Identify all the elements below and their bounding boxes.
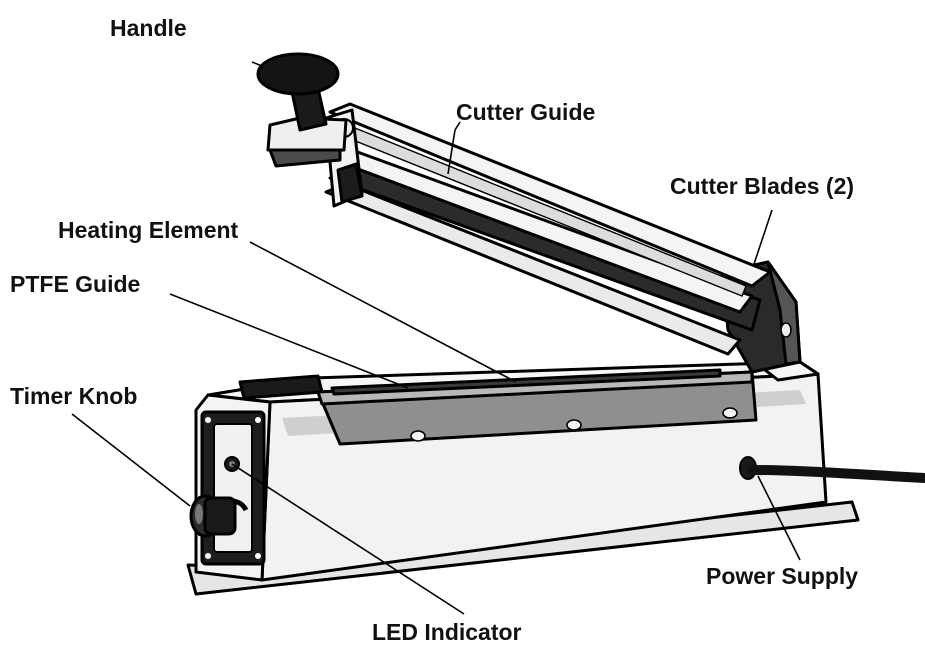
- control-panel: [200, 410, 266, 566]
- label-cutter-guide: Cutter Guide: [456, 99, 595, 125]
- label-handle: Handle: [110, 15, 187, 41]
- lower-jaw: [316, 368, 758, 446]
- label-ptfe-guide: PTFE Guide: [10, 271, 140, 297]
- label-cutter-blades: Cutter Blades (2): [670, 173, 854, 199]
- leader-lines: [71, 61, 801, 615]
- handle-icon: [256, 52, 348, 168]
- power-cord-icon: [739, 456, 925, 483]
- label-timer-knob: Timer Knob: [10, 383, 137, 409]
- timer-knob-icon: [189, 494, 237, 538]
- label-heating-element: Heating Element: [58, 217, 239, 243]
- label-led-indicator: LED Indicator: [372, 619, 522, 645]
- upper-arm: [324, 102, 772, 356]
- label-power-supply: Power Supply: [706, 563, 858, 589]
